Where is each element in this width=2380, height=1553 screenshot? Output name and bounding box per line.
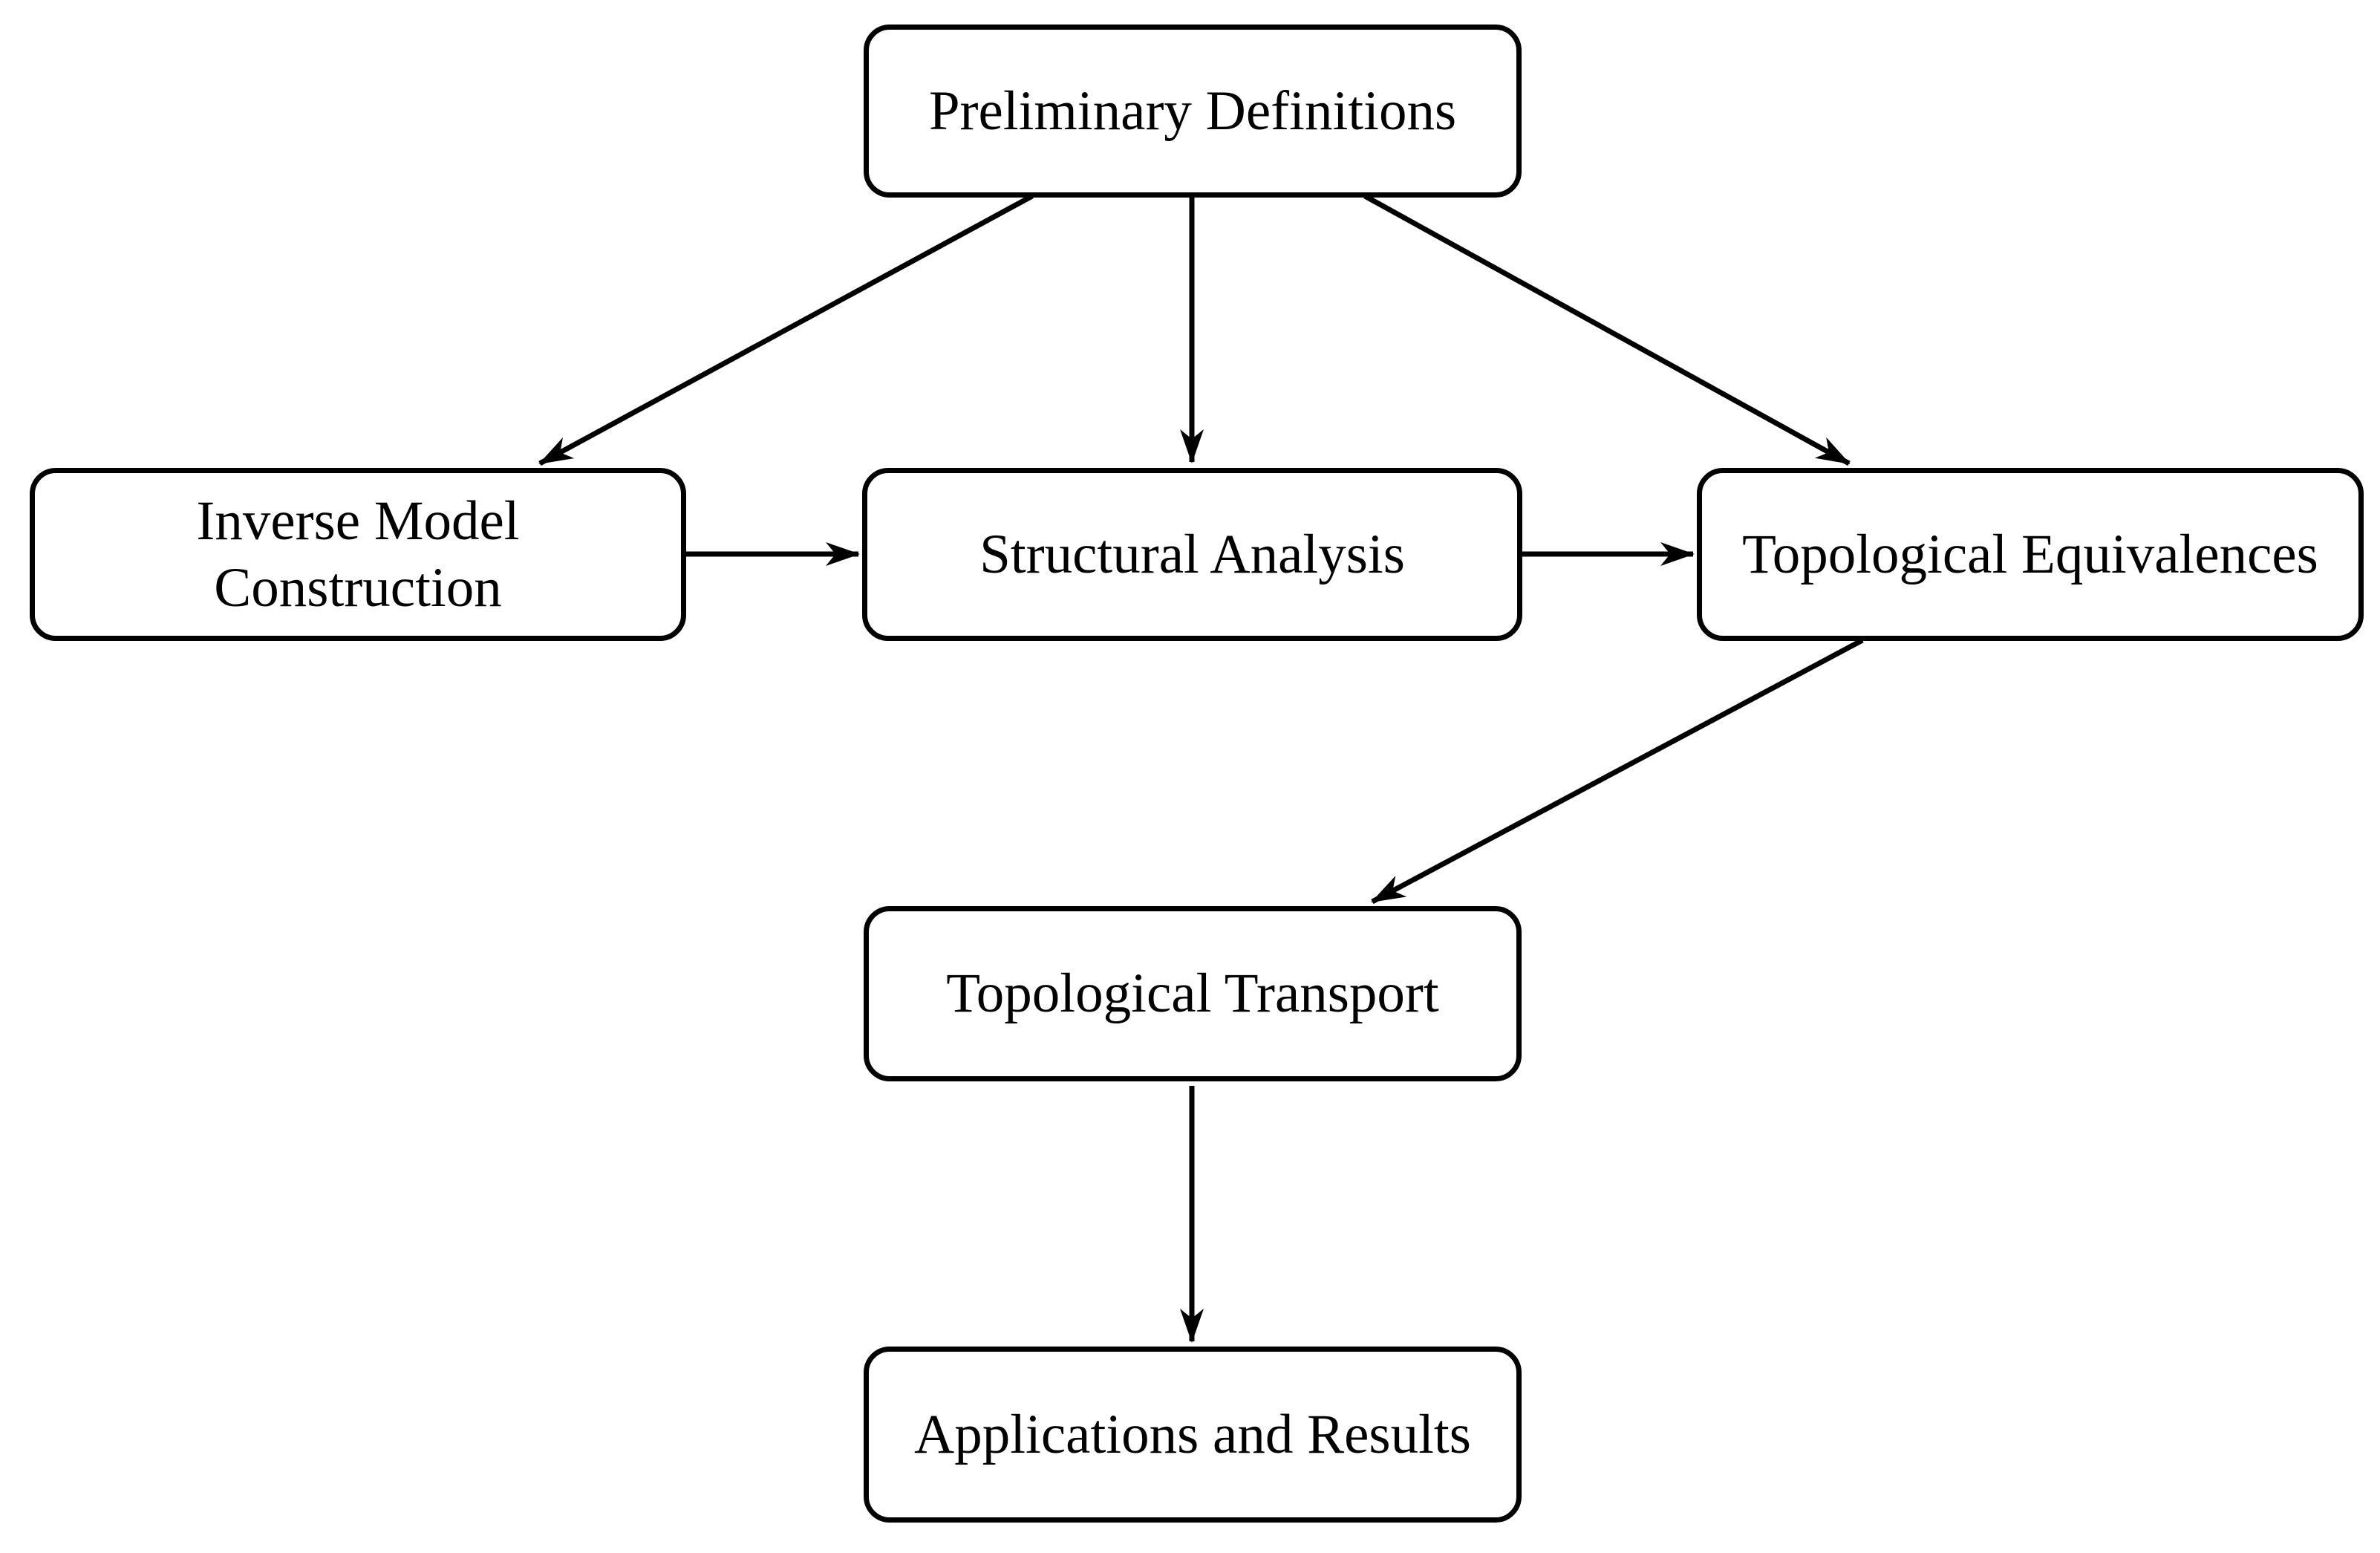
node-inverse-model-construction: Inverse Model Construction — [30, 468, 686, 641]
node-label: Inverse Model Construction — [196, 489, 520, 619]
node-topological-equivalences: Topological Equivalences — [1697, 468, 2364, 641]
node-label: Topological Transport — [946, 963, 1439, 1024]
edge-preliminary-definitions-to-topological-equivalences-arrow — [1363, 193, 1851, 466]
node-label: Preliminary Definitions — [928, 79, 1457, 142]
edge-preliminary-definitions-to-inverse-model-construction-arrow — [538, 193, 1034, 466]
node-label: Topological Equivalences — [1742, 523, 2318, 585]
node-label: Structural Analysis — [979, 523, 1405, 585]
node-topological-transport: Topological Transport — [864, 906, 1522, 1081]
edge-topological-equivalences-to-topological-transport-arrow — [1371, 637, 1864, 905]
node-label: Applications and Results — [914, 1403, 1471, 1465]
node-applications-and-results: Applications and Results — [864, 1347, 1522, 1523]
node-preliminary-definitions: Preliminary Definitions — [864, 25, 1522, 198]
node-structural-analysis: Structural Analysis — [862, 468, 1522, 641]
